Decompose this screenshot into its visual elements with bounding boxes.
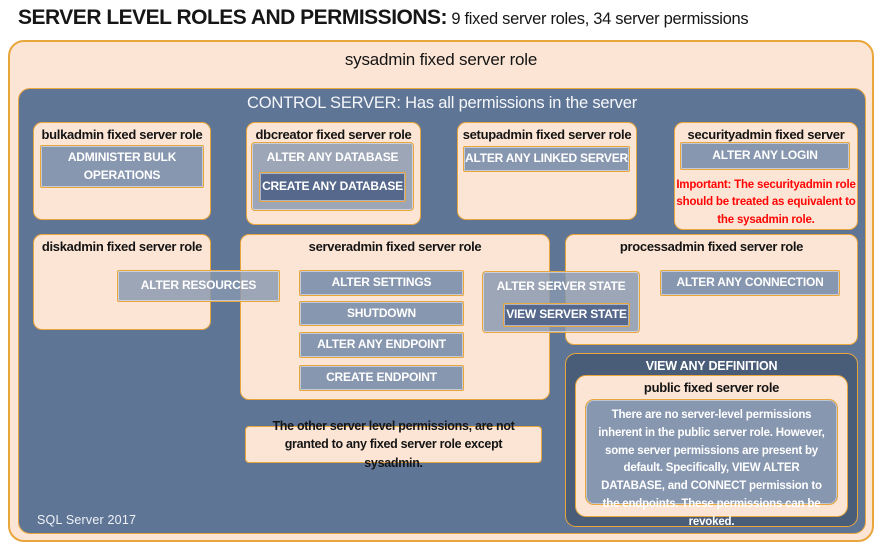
perm-view-server-state: VIEW SERVER STATE xyxy=(503,303,630,327)
page-title-main: SERVER LEVEL ROLES AND PERMISSIONS: xyxy=(18,6,448,29)
perm-alter-any-linked-server: ALTER ANY LINKED SERVER xyxy=(463,146,630,172)
role-box-securityadmin: securityadmin fixed server role xyxy=(674,122,858,230)
role-title-serveradmin: serveradmin fixed server role xyxy=(308,239,482,254)
perm-alter-settings: ALTER SETTINGS xyxy=(299,270,464,296)
role-title-public: public fixed server role xyxy=(643,380,780,395)
perm-alter-server-state-label: ALTER SERVER STATE xyxy=(496,279,626,293)
perm-alter-any-connection: ALTER ANY CONNECTION xyxy=(660,270,840,296)
page-title-sub: 9 fixed server roles, 34 server permissi… xyxy=(447,10,749,28)
role-title-diskadmin: diskadmin fixed server role xyxy=(41,239,203,254)
sql-server-version-label: SQL Server 2017 xyxy=(37,513,137,527)
other-permissions-note: The other server level permissions, are … xyxy=(245,419,542,470)
perm-alter-resources: ALTER RESOURCES xyxy=(117,270,280,302)
public-role-description: There are no server-level permissions in… xyxy=(585,399,838,528)
role-title-setupadmin: setupadmin fixed server role xyxy=(462,127,632,142)
securityadmin-warning-text: Important: The securityadmin role should… xyxy=(676,179,856,226)
perm-alter-any-endpoint: ALTER ANY ENDPOINT xyxy=(299,332,464,358)
sysadmin-role-title: sysadmin fixed server role xyxy=(344,50,538,69)
role-title-processadmin: processadmin fixed server role xyxy=(619,239,804,254)
perm-alter-any-database-label: ALTER ANY DATABASE xyxy=(266,150,399,164)
page-title: SERVER LEVEL ROLES AND PERMISSIONS: 9 fi… xyxy=(18,6,868,38)
view-any-definition-label: VIEW ANY DEFINITION xyxy=(645,359,778,373)
perm-create-endpoint: CREATE ENDPOINT xyxy=(299,365,464,391)
role-title-dbcreator: dbcreator fixed server role xyxy=(255,127,412,142)
role-title-bulkadmin: bulkadmin fixed server role xyxy=(41,127,203,142)
perm-administer-bulk-operations: ADMINISTER BULK OPERATIONS xyxy=(40,145,204,188)
perm-shutdown: SHUTDOWN xyxy=(299,301,464,326)
perm-alter-any-login: ALTER ANY LOGIN xyxy=(680,142,850,170)
perm-create-any-database: CREATE ANY DATABASE xyxy=(259,172,406,202)
control-server-title: CONTROL SERVER: Has all permissions in t… xyxy=(247,94,637,112)
